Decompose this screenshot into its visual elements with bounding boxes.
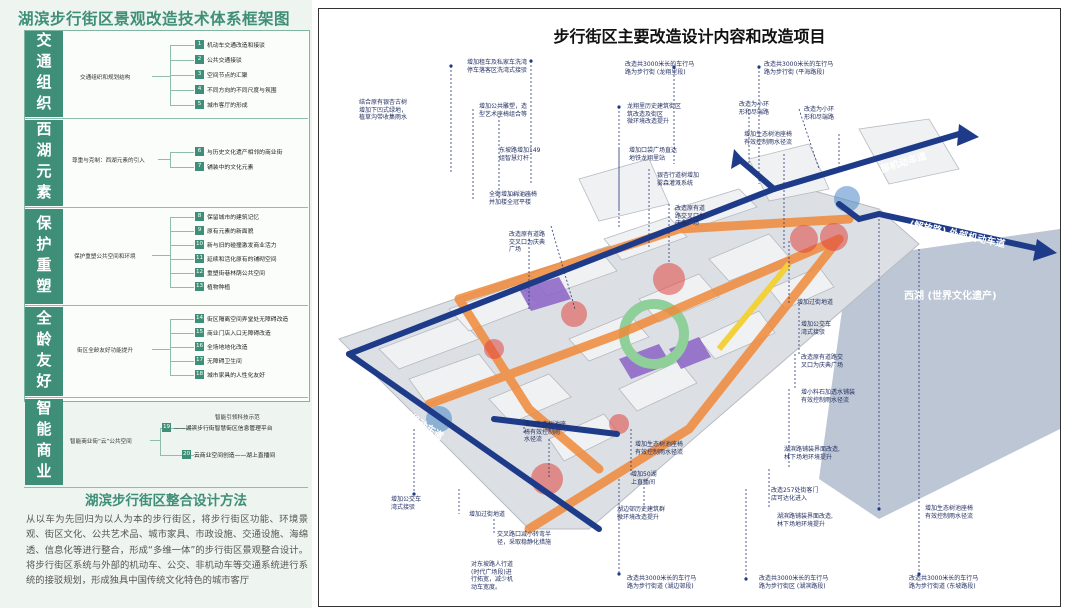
annotation: 增加生态树池座椅 有效控制雨水径流 (925, 505, 974, 520)
design-map-panel: 步行街区主要改造设计内容和改造项目 (318, 8, 1061, 607)
framework-title: 湖滨步行街区景观改造技术体系框架图 (18, 10, 291, 28)
district-map: (延安路) 外部机动车道 (解放路) 外部机动车道 (庆春路) 外部机动车道 西… (338, 59, 1060, 581)
category-traffic: 交通组织 (25, 31, 63, 117)
annotation: 增加口袋广场直达 地铁龙翔里站 (629, 147, 678, 162)
list-item: 19——湖滨步行街智慧街区信息管理平台 (162, 423, 273, 432)
map-title: 步行街区主要改造设计内容和改造项目 (553, 27, 826, 46)
framework-table (24, 30, 310, 402)
west-lake (819, 229, 1060, 519)
method-text: 从以车为先回归为以人为本的步行街区，将步行街区功能、环境景观、街区文化、公共艺术… (26, 514, 308, 587)
annotation: 增加生态树池座 椅有效控制雨 水径流 (524, 421, 567, 443)
annotation: 改造共3000米长的车行马 路为步行街区 (湖滨路段) (759, 575, 829, 590)
method-title: 湖滨步行街区整合设计方法 (85, 493, 247, 509)
annotation: 增小料石加透水铺装 有效控制雨水径流 (801, 389, 856, 404)
category-all-age: 全龄友好 (25, 307, 63, 396)
annotation: 改造共3000米长的车行马 路为步行街 (龙翔里段) (625, 61, 695, 76)
annotation: 交叉路口减小转弯半 径，采取稳静化措施 (497, 531, 552, 546)
annotation: 增加过街地道 (797, 299, 834, 306)
annotation: 湖滨路铺装界面改造, 林下场地环境提升 (784, 446, 840, 461)
category-westlake: 西湖元素 (25, 120, 63, 206)
annotation: 湖边邨历史建筑群 微环境改造提升 (617, 506, 666, 521)
item-19-heading: 智能引领科技示范 (215, 415, 260, 421)
annotation: 结合原有银杏古树 增加下凹式绿地， 植草沟带收集雨水 (359, 99, 408, 121)
annotation: 增加过街地道 (469, 511, 506, 518)
annotation: 增加生态树池座椅 有效控制雨水径流 (635, 441, 684, 456)
annotation: 改造原有道路交 叉口为庆典广场 (801, 354, 844, 369)
category-sub-traffic: 交通组织和规划结构 (80, 75, 131, 81)
annotation: 改造为小环 形和尽端路 (739, 101, 770, 116)
category-sub-westlake: 尊重与克制：西湖元素的引入 (72, 158, 145, 164)
annotation: 增加公交车 湾式接驳 (801, 321, 832, 336)
annotation: 龙翔里历史建筑街区 筑改造及街区 微环境改造提升 (627, 103, 682, 125)
annotation: 东坡路增加149 组智慧灯杆 (499, 147, 541, 162)
annotation: 改造为小环 形和尽端路 (804, 106, 835, 121)
category-sub-protect: 保护重塑公共空间和环境 (74, 254, 136, 260)
annotation: 改造原有道 路交叉口为 庆典广场 (675, 205, 706, 227)
framework-panel: 湖滨步行街区景观改造技术体系框架图 交通组织 西湖元素 保护重塑 全龄友好 智能… (0, 0, 312, 608)
annotation: 增加公共雕塑，造 型艺术座椅组合等 (479, 103, 528, 118)
category-sub-smart: 智能商业街“云”公共空间 (70, 439, 132, 445)
category-smart: 智能商业 (25, 399, 63, 485)
annotation: 对东坡路人行道 (时代广场段)进 行拓宽，减少机 动车宽度。 (471, 561, 514, 591)
annotation: 全街增加树池座椅 并加楼全冠平楼 (489, 191, 538, 206)
annotation: 改造共3000米长的车行马 路为步行街道 (东坡路段) (909, 575, 979, 590)
annotation: 改造共3000米长的车行马 路为步行街道 (湖边邨段) (627, 575, 697, 590)
annotation: 湖滨路铺装界面改造, 林下场地环境提升 (777, 513, 833, 528)
annotation: 改造原有道路 交叉口为庆典 广场 (509, 231, 546, 253)
annotation: 增加公交车 湾式接驳 (391, 496, 422, 511)
annotation: 增加50湖 上直播间 (631, 471, 657, 486)
annotation: 改造257处街客门 店可达化进入 (771, 487, 819, 502)
annotation: 银杏行道树增加 雾森灌溉系统 (657, 172, 700, 187)
annotation: 增加租车及私家车洗湾 停车落客区洗湾式接驳 (467, 59, 528, 74)
category-sub-all-age: 街区全龄友好功能提升 (77, 348, 133, 354)
lake-label: 西湖 (世界文化遗产) (904, 289, 997, 302)
annotation: 改造共3000米长的车行马 路为步行街 (平海路段) (764, 61, 834, 76)
annotation: 增加生态树池座椅 有效控制雨水径流 (744, 131, 793, 146)
category-protect: 保护重塑 (25, 209, 63, 304)
